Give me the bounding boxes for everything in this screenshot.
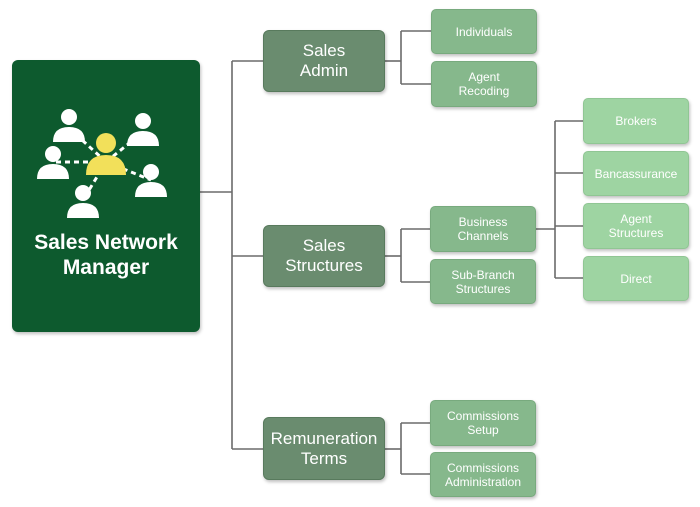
root-title: Sales Network Manager: [34, 231, 178, 279]
people-network-icon: [37, 109, 167, 218]
direct-node: Direct: [583, 256, 689, 301]
business-channels-node: Business Channels: [430, 206, 536, 252]
sales-admin-node: Sales Admin: [263, 30, 385, 92]
sub-branch-structures-node: Sub-Branch Structures: [430, 259, 536, 304]
brokers-node: Brokers: [583, 98, 689, 144]
commissions-administration-node: Commissions Administration: [430, 452, 536, 497]
individuals-node: Individuals: [431, 9, 537, 54]
commissions-setup-node: Commissions Setup: [430, 400, 536, 446]
agent-recoding-node: Agent Recoding: [431, 61, 537, 107]
remuneration-terms-node: Remuneration Terms: [263, 417, 385, 480]
agent-structures-node: Agent Structures: [583, 203, 689, 249]
sales-structures-node: Sales Structures: [263, 225, 385, 287]
root-node: Sales Network Manager: [12, 60, 200, 332]
bancassurance-node: Bancassurance: [583, 151, 689, 196]
